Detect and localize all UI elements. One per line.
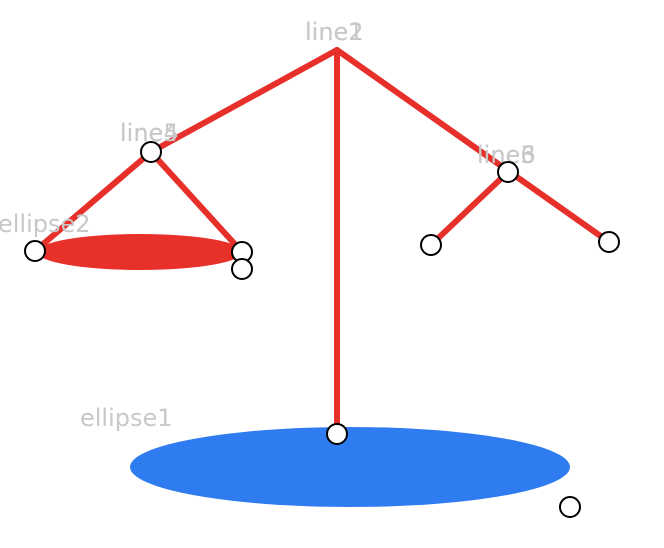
handle-post-bottom[interactable] [326,423,348,445]
handle-left-end-a[interactable] [24,240,46,262]
label-line2: line2 [305,18,364,46]
ellipse1[interactable] [130,427,570,507]
line-arm-left[interactable] [148,47,340,155]
handle-left-pivot[interactable] [140,141,162,163]
line-left-hang-b[interactable] [148,149,245,255]
line-left-hang-a[interactable] [32,149,154,254]
ellipse2[interactable] [37,234,243,270]
handle-right-pivot[interactable] [497,161,519,183]
line-arm-right[interactable] [334,47,612,245]
line-right-hang[interactable] [428,169,511,248]
handle-ellipse1-resize[interactable] [559,496,581,518]
handle-left-end-c[interactable] [231,258,253,280]
handle-right-end-b[interactable] [598,231,620,253]
label-line1: line1 [305,18,364,46]
label-ellipse1: ellipse1 [80,404,173,432]
label-ellipse2: ellipse2 [0,210,91,238]
handle-right-end-a[interactable] [420,234,442,256]
